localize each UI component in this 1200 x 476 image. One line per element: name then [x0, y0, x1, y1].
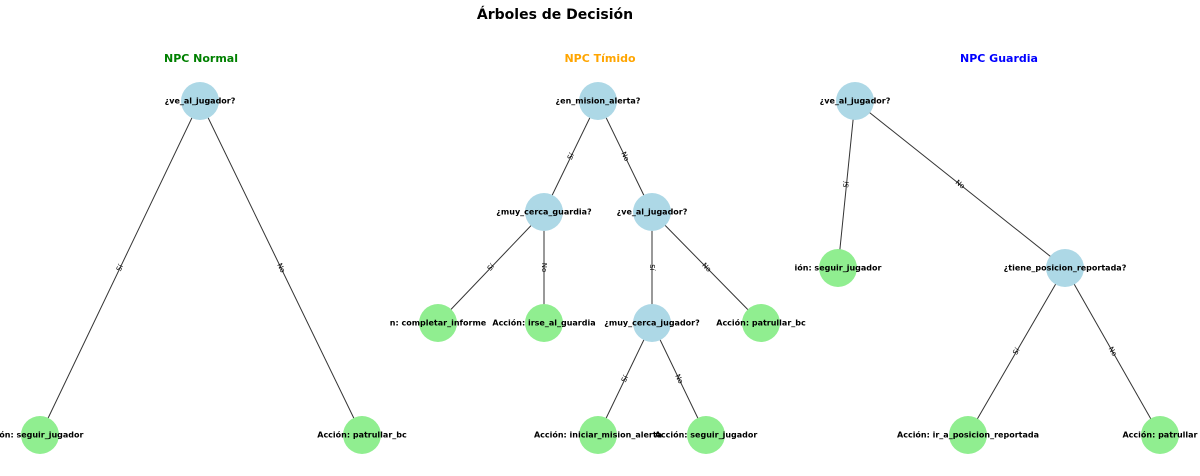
action-node-label: Acción: ir_a_posicion_reportada [897, 430, 1039, 440]
action-node [1141, 416, 1179, 454]
action-node [742, 304, 780, 342]
edge-label: Sí [486, 262, 497, 273]
edge-label: No [275, 262, 286, 274]
edge-label: No [619, 150, 630, 162]
edge-g1-g3 [854, 100, 1066, 269]
decision-node-label: ¿en_mision_alerta? [556, 97, 641, 106]
decision-node-label: ¿ve_al_jugador? [165, 97, 236, 106]
edge-label: Sí [566, 151, 576, 161]
decision-node [1046, 249, 1084, 287]
edge-label: Sí [842, 180, 851, 188]
edge-t1-t3 [597, 100, 653, 213]
edge-t3-t7 [651, 211, 762, 324]
action-node-label: Acción: iniciar_mision_alerta [534, 430, 662, 440]
action-node-label: ión: seguir_jugador [0, 430, 84, 440]
action-node-label: Acción: irse_al_guardia [492, 318, 595, 328]
edge-label: No [673, 373, 684, 385]
edge-label: No [540, 263, 548, 273]
edge-g3-g5 [1064, 267, 1161, 436]
action-node [343, 416, 381, 454]
edge-n1-n3 [199, 100, 363, 436]
edge-label: No [1107, 345, 1119, 357]
decision-node [836, 82, 874, 120]
panel-title-guardia: NPC Guardia [960, 52, 1038, 65]
decision-node-label: ¿muy_cerca_guardia? [496, 208, 592, 217]
panel-title-normal: NPC Normal [164, 52, 238, 65]
action-node [949, 416, 987, 454]
decision-node [633, 193, 671, 231]
edge-n1-n2 [39, 100, 201, 436]
decision-node [633, 304, 671, 342]
decision-node-label: ¿tiene_posicion_reportada? [1004, 264, 1127, 273]
action-node [419, 304, 457, 342]
edge-label: Sí [115, 262, 125, 272]
edge-t1-t2 [543, 100, 599, 213]
edge-label: Sí [1011, 346, 1022, 356]
action-node-label: n: completar_informe [390, 319, 487, 328]
decision-node-label: ¿ve_al_jugador? [820, 97, 891, 106]
decision-node [525, 193, 563, 231]
action-node-label: Acción: seguir_jugador [655, 430, 758, 440]
action-node [21, 416, 59, 454]
edge-g1-g2 [837, 100, 856, 269]
action-node [525, 304, 563, 342]
action-node-label: Acción: patrullar [1122, 430, 1197, 440]
action-node-label: Acción: patrullar_bc [317, 430, 407, 440]
decision-node-label: ¿muy_cerca_jugador? [604, 319, 700, 328]
edge-t6-t8 [597, 322, 653, 436]
action-node-label: Acción: patrullar_bc [716, 318, 806, 328]
edge-t6-t9 [651, 322, 707, 436]
panel-title-timido: NPC Tímido [564, 52, 636, 65]
decision-node [579, 82, 617, 120]
edge-t2-t4 [437, 211, 545, 324]
edge-label: Sí [648, 264, 656, 271]
decision-node-label: ¿ve_al_jugador? [617, 208, 688, 217]
action-node [579, 416, 617, 454]
decision-node [181, 82, 219, 120]
edge-label: Sí [620, 373, 630, 383]
edge-g3-g4 [967, 267, 1066, 436]
main-title: Árboles de Decisión [477, 6, 633, 23]
action-node [687, 416, 725, 454]
edge-label: No [954, 178, 966, 190]
action-node-label: ión: seguir_jugador [795, 263, 882, 273]
action-node [819, 249, 857, 287]
